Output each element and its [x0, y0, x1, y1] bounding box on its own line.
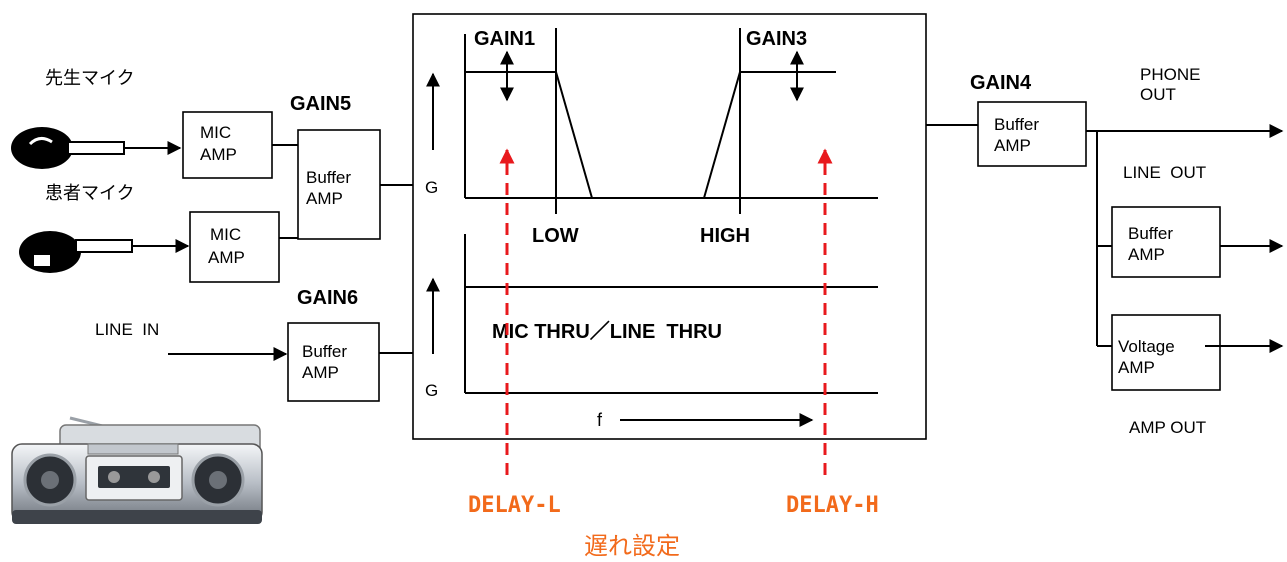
line-out-label: LINE OUT: [1123, 163, 1206, 182]
svg-text:Voltage: Voltage: [1118, 337, 1175, 356]
g-axis-label-bottom: G: [425, 381, 438, 400]
gain4-label: GAIN4: [970, 72, 1032, 94]
voltage-amp-block: Voltage AMP: [1111, 314, 1221, 391]
svg-text:AMP: AMP: [1128, 245, 1165, 264]
buffer-amp-4-block: Buffer AMP: [977, 101, 1087, 167]
line-in-label: LINE IN: [95, 320, 159, 339]
radio-cassette-icon: [11, 416, 263, 524]
svg-text:AMP: AMP: [994, 136, 1031, 155]
g-axis-label-top: G: [425, 178, 438, 197]
svg-text:Buffer: Buffer: [306, 168, 351, 187]
amp-out-label: AMP OUT: [1129, 418, 1206, 437]
svg-text:AMP: AMP: [208, 248, 245, 267]
gain1-label: GAIN1: [474, 28, 535, 50]
svg-text:AMP: AMP: [306, 189, 343, 208]
svg-text:AMP: AMP: [200, 145, 237, 164]
eq-frame: [412, 13, 927, 440]
svg-text:AMP: AMP: [1118, 358, 1155, 377]
svg-text:MIC: MIC: [210, 225, 241, 244]
svg-text:AMP: AMP: [302, 363, 339, 382]
delay-setting-label: 遅れ設定: [584, 532, 680, 560]
low-label: LOW: [532, 225, 579, 247]
mic-amp-2-block: MIC AMP: [189, 211, 280, 283]
delay-l-label: DELAY-L: [468, 493, 561, 518]
patient-mic-label: 患者マイク: [45, 183, 135, 204]
phone-out-label-1: PHONE: [1140, 65, 1200, 84]
svg-text:Buffer: Buffer: [1128, 224, 1173, 243]
gain3-label: GAIN3: [746, 28, 807, 50]
gain5-label: GAIN5: [290, 93, 351, 115]
buffer-amp-line-block: Buffer AMP: [1111, 206, 1221, 278]
teacher-mic-label: 先生マイク: [45, 68, 135, 89]
high-label: HIGH: [700, 225, 750, 247]
mic-thru-label: MIC THRU／LINE THRU: [492, 320, 722, 343]
teacher-mic-icon: [11, 127, 125, 169]
f-axis-label: f: [597, 410, 603, 430]
buffer-amp-5-block: Buffer AMP: [297, 129, 381, 240]
svg-text:Buffer: Buffer: [302, 342, 347, 361]
phone-out-label-2: OUT: [1140, 85, 1176, 104]
buffer-amp-6-block: Buffer AMP: [287, 322, 380, 402]
svg-text:Buffer: Buffer: [994, 115, 1039, 134]
delay-h-label: DELAY-H: [786, 493, 879, 518]
mic-amp-1-block: MIC AMP: [182, 111, 273, 179]
patient-mic-icon: [19, 231, 133, 273]
svg-text:MIC: MIC: [200, 123, 231, 142]
gain6-label: GAIN6: [297, 287, 358, 309]
